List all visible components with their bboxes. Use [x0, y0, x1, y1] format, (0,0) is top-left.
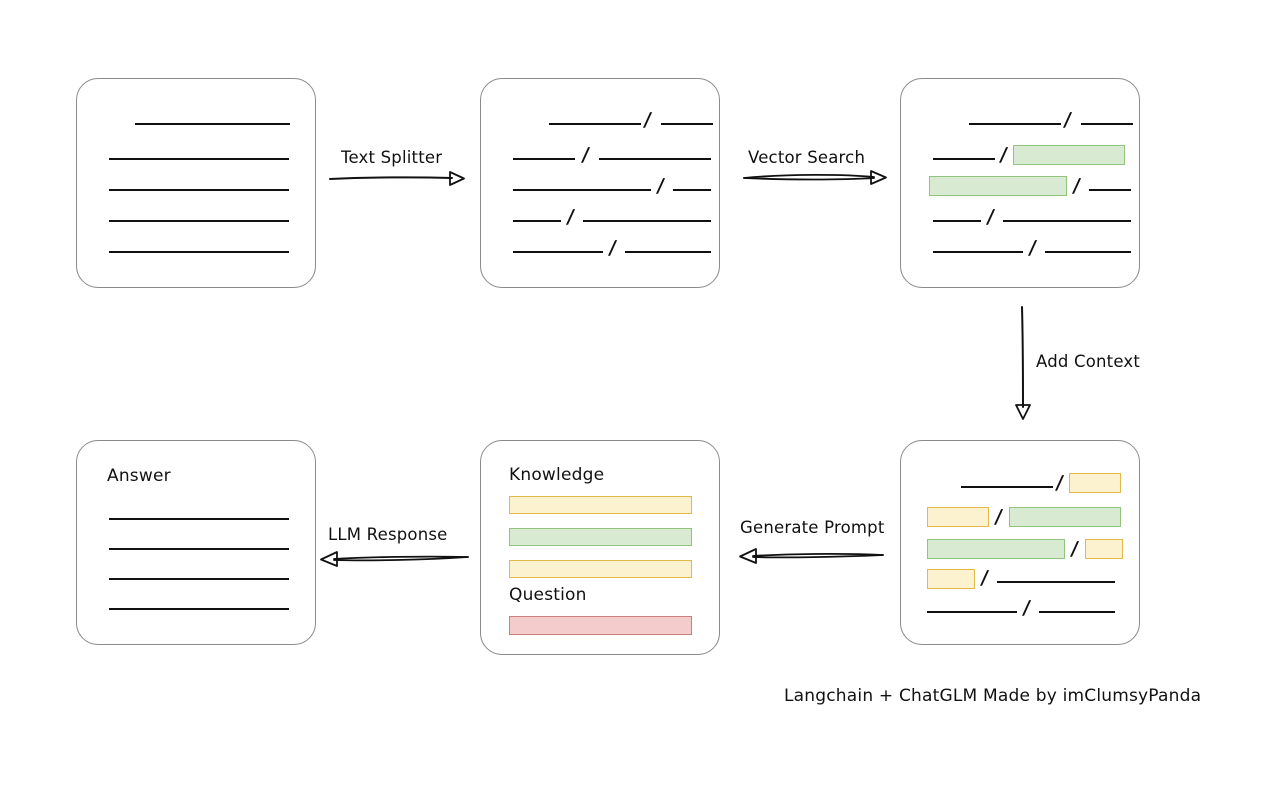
slash-separator: /: [979, 567, 990, 589]
text-line: [109, 548, 289, 550]
text-line: [109, 158, 289, 160]
context-chunk-yellow: [927, 569, 975, 589]
knowledge-label: Knowledge: [509, 465, 605, 485]
chunk-line: [549, 123, 641, 125]
chunk-line: [961, 486, 1053, 488]
slash-separator: /: [1071, 175, 1082, 197]
slash-separator: /: [1069, 538, 1080, 560]
knowledge-bar: [509, 528, 692, 546]
answer-label: Answer: [107, 466, 171, 486]
question-label: Question: [509, 585, 587, 605]
footer-credit: Langchain + ChatGLM Made by imClumsyPand…: [784, 686, 1202, 706]
slash-separator: /: [565, 206, 576, 228]
text-line: [109, 608, 289, 610]
chunk-line: [513, 189, 651, 191]
chunk-line: [1081, 123, 1133, 125]
chunk-line: [673, 189, 711, 191]
arrow-text-splitter: [329, 171, 465, 186]
knowledge-bar: [509, 560, 692, 578]
chunk-line: [933, 220, 981, 222]
chunk-line: [583, 220, 711, 222]
slash-separator: /: [1054, 472, 1065, 494]
text-line: [109, 578, 289, 580]
slash-separator: /: [993, 506, 1004, 528]
edge-label-vector-search: Vector Search: [748, 148, 866, 167]
chunk-line: [969, 123, 1061, 125]
chunk-line: [661, 123, 713, 125]
edge-label-text-splitter: Text Splitter: [341, 148, 443, 167]
edge-label-add-context: Add Context: [1036, 352, 1141, 371]
source-document-card[interactable]: [76, 78, 316, 288]
text-line: [109, 518, 289, 520]
context-added-card[interactable]: / / / / /: [900, 440, 1140, 645]
chunk-line: [933, 158, 995, 160]
text-line: [109, 220, 289, 222]
slash-separator: /: [580, 144, 591, 166]
slash-separator: /: [998, 144, 1009, 166]
slash-separator: /: [1062, 109, 1073, 131]
chunk-line: [625, 251, 711, 253]
split-chunks-card[interactable]: / / / / /: [480, 78, 720, 288]
chunk-line: [513, 251, 603, 253]
chunk-line: [927, 611, 1017, 613]
edge-label-generate-prompt: Generate Prompt: [740, 518, 885, 537]
arrow-vector-search: [743, 170, 887, 185]
knowledge-bar: [509, 496, 692, 514]
retrieved-chunk-green: [929, 176, 1067, 196]
slash-separator: /: [1027, 237, 1038, 259]
arrow-llm-response: [320, 551, 469, 567]
chunk-line: [1003, 220, 1131, 222]
chunk-line: [599, 158, 711, 160]
slash-separator: /: [607, 237, 618, 259]
context-chunk-yellow: [1085, 539, 1123, 559]
chunk-line: [1089, 189, 1131, 191]
slash-separator: /: [985, 206, 996, 228]
text-line: [109, 189, 289, 191]
chunk-line: [997, 581, 1115, 583]
context-chunk-yellow: [927, 507, 989, 527]
context-chunk-yellow: [1069, 473, 1121, 493]
chunk-line: [513, 220, 561, 222]
slash-separator: /: [655, 175, 666, 197]
chunk-line: [1045, 251, 1131, 253]
edge-label-llm-response: LLM Response: [328, 525, 448, 544]
text-line: [109, 251, 289, 253]
chunk-line: [933, 251, 1023, 253]
chunk-line: [1039, 611, 1115, 613]
slash-separator: /: [1021, 597, 1032, 619]
arrow-add-context: [1015, 306, 1031, 420]
answer-card[interactable]: Answer: [76, 440, 316, 645]
arrow-generate-prompt: [739, 548, 884, 564]
chunk-line: [513, 158, 575, 160]
retrieved-chunk-green: [1009, 507, 1121, 527]
slash-separator: /: [642, 109, 653, 131]
vector-matched-chunks-card[interactable]: / / / / /: [900, 78, 1140, 288]
generated-prompt-card[interactable]: Knowledge Question: [480, 440, 720, 655]
text-line: [135, 123, 290, 125]
retrieved-chunk-green: [1013, 145, 1125, 165]
retrieved-chunk-green: [927, 539, 1065, 559]
question-bar: [509, 616, 692, 635]
